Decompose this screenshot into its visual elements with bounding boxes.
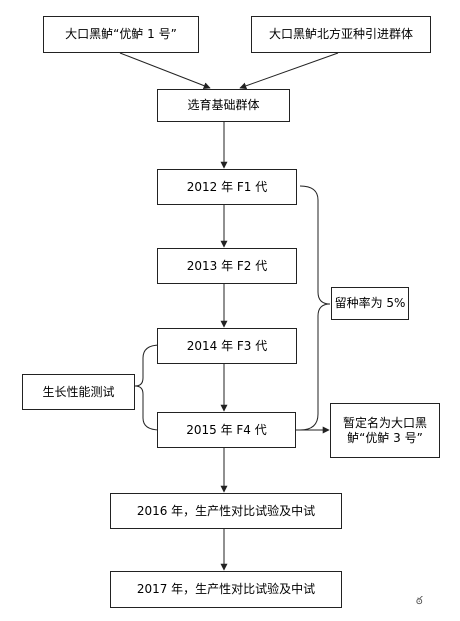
node-2016: 2016 年，生产性对比试验及中试	[110, 493, 342, 529]
note-growth-test: 生长性能测试	[22, 374, 135, 410]
node-2017: 2017 年，生产性对比试验及中试	[110, 571, 342, 608]
watermark-icon: ఠ	[416, 594, 423, 607]
note-tentative-name: 暂定名为大口黑鲈“优鲈 3 号”	[330, 403, 440, 458]
node-f1: 2012 年 F1 代	[157, 169, 297, 205]
arrow-source-a-to-base	[119, 52, 211, 89]
node-f2: 2013 年 F2 代	[157, 248, 297, 284]
note-retention-rate: 留种率为 5%	[331, 287, 409, 320]
node-source-b: 大口黑鲈北方亚种引进群体	[251, 16, 431, 53]
bracket-growth-test	[134, 344, 161, 431]
node-f4: 2015 年 F4 代	[157, 412, 296, 448]
node-f3: 2014 年 F3 代	[157, 328, 297, 364]
bracket-retention	[299, 185, 331, 431]
node-base-population: 选育基础群体	[157, 89, 290, 122]
node-source-a: 大口黑鲈“优鲈 1 号”	[43, 16, 199, 53]
arrow-source-b-to-base	[239, 52, 339, 90]
